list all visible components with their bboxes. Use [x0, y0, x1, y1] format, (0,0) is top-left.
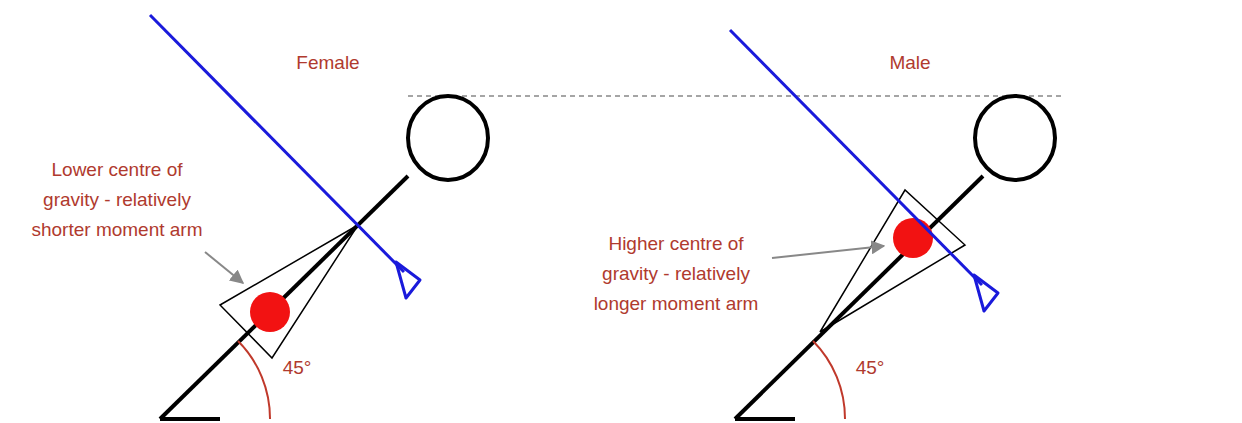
angle-label: 45° [283, 353, 312, 383]
figure-title: Male [889, 48, 930, 78]
callout-text: Lower centre of gravity - relatively sho… [27, 155, 207, 245]
male-figure [730, 30, 1055, 419]
callout-text: Higher centre of gravity - relatively lo… [586, 229, 766, 319]
head-height-line [408, 95, 1065, 97]
figure-title: Female [296, 48, 359, 78]
female-figure [150, 15, 488, 419]
angle-label: 45° [856, 353, 885, 383]
